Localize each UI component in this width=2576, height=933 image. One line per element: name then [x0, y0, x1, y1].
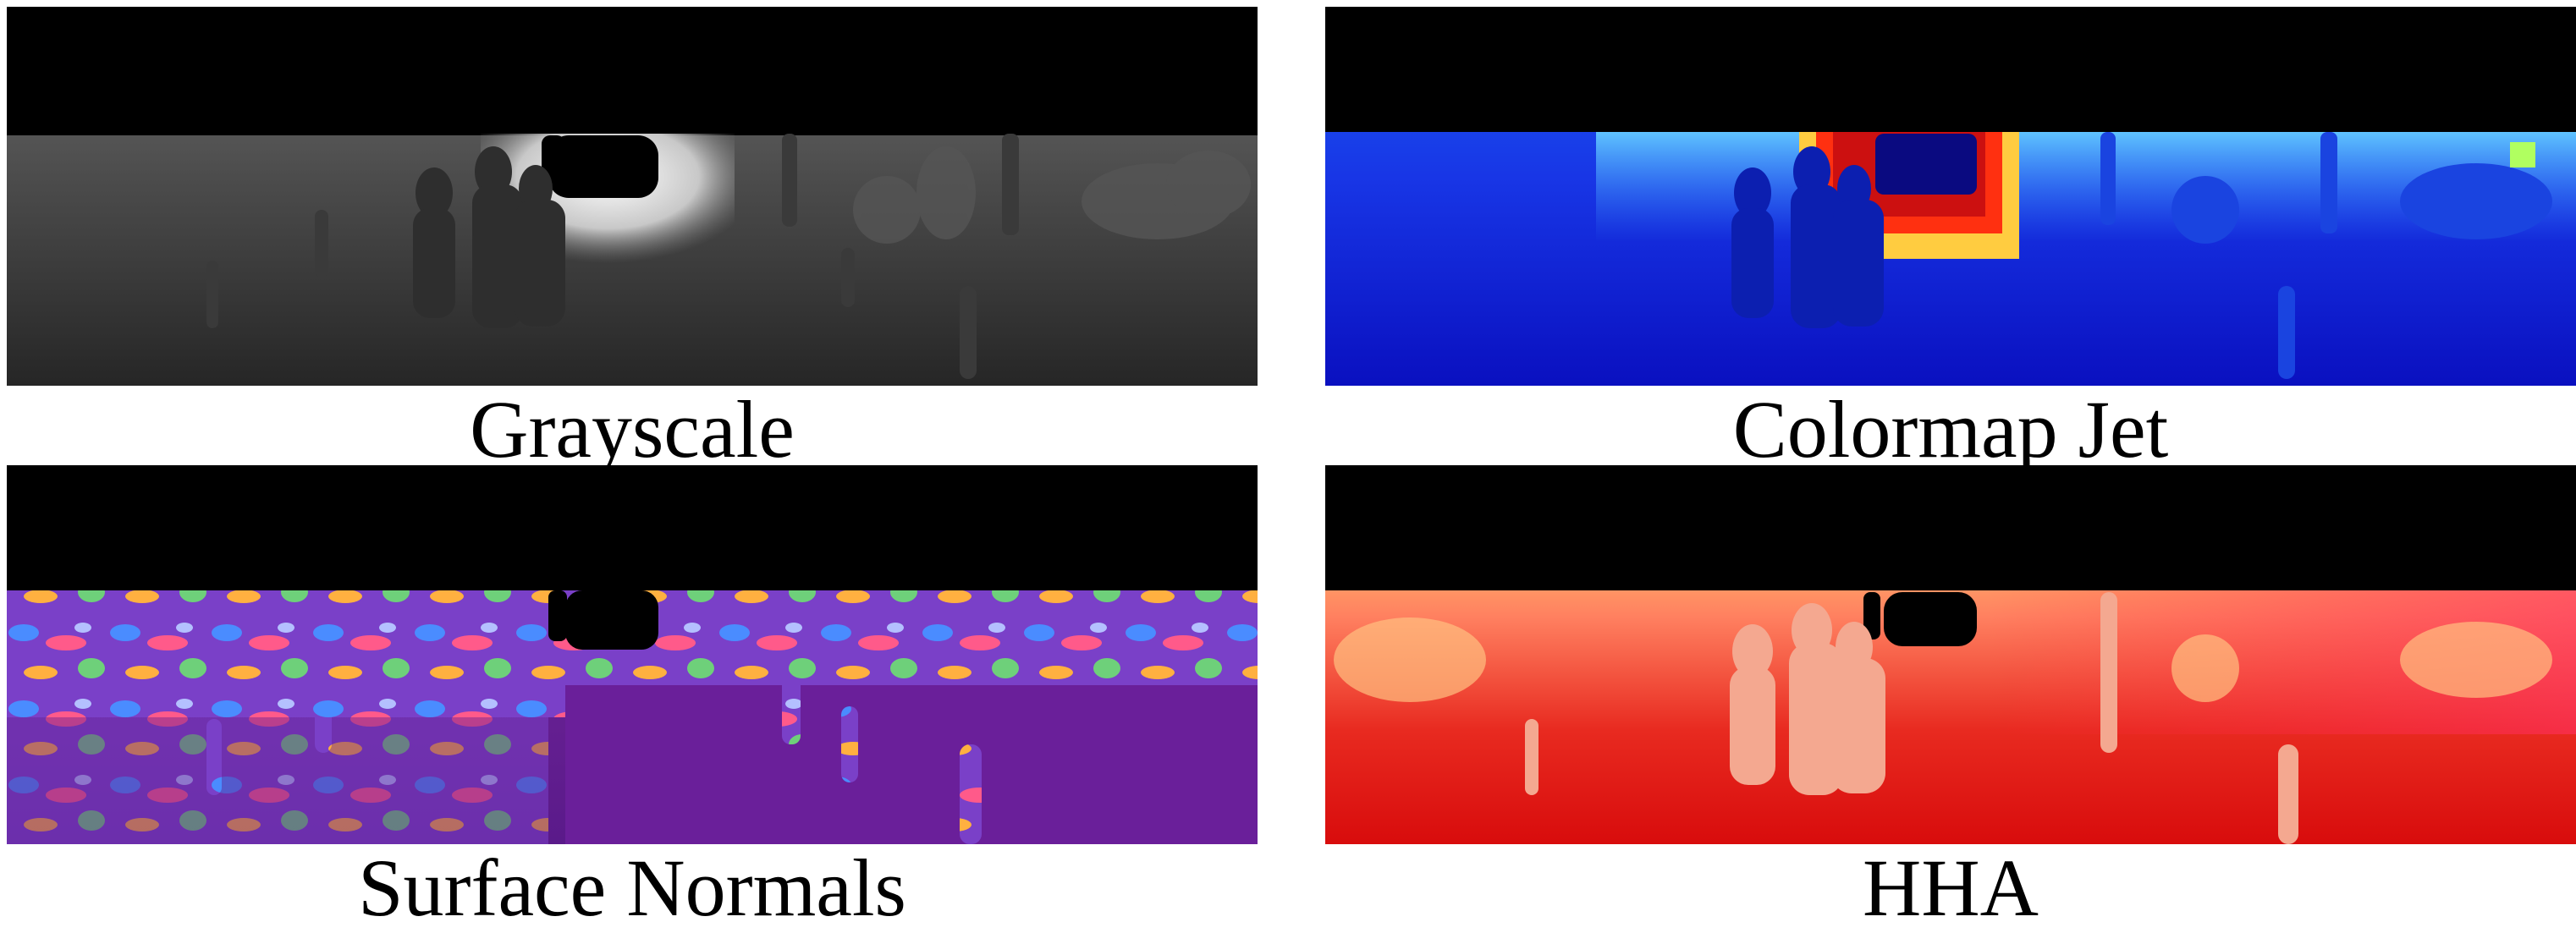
colormap-jet-depth-image [1325, 7, 2576, 386]
grayscale-depth-image [7, 7, 1258, 386]
grayscale-caption: Grayscale [470, 384, 795, 475]
surface-normals-panel: Surface Normals [7, 465, 1258, 929]
colormap-jet-panel: Colormap Jet [1325, 7, 2576, 470]
hha-caption: HHA [1863, 842, 2039, 933]
surface-normals-image [7, 465, 1258, 844]
colormap-jet-caption: Colormap Jet [1732, 384, 2169, 475]
grayscale-panel: Grayscale [7, 7, 1258, 470]
hha-panel: HHA [1325, 465, 2576, 929]
hha-image [1325, 465, 2576, 844]
surface-normals-caption: Surface Normals [358, 842, 906, 933]
